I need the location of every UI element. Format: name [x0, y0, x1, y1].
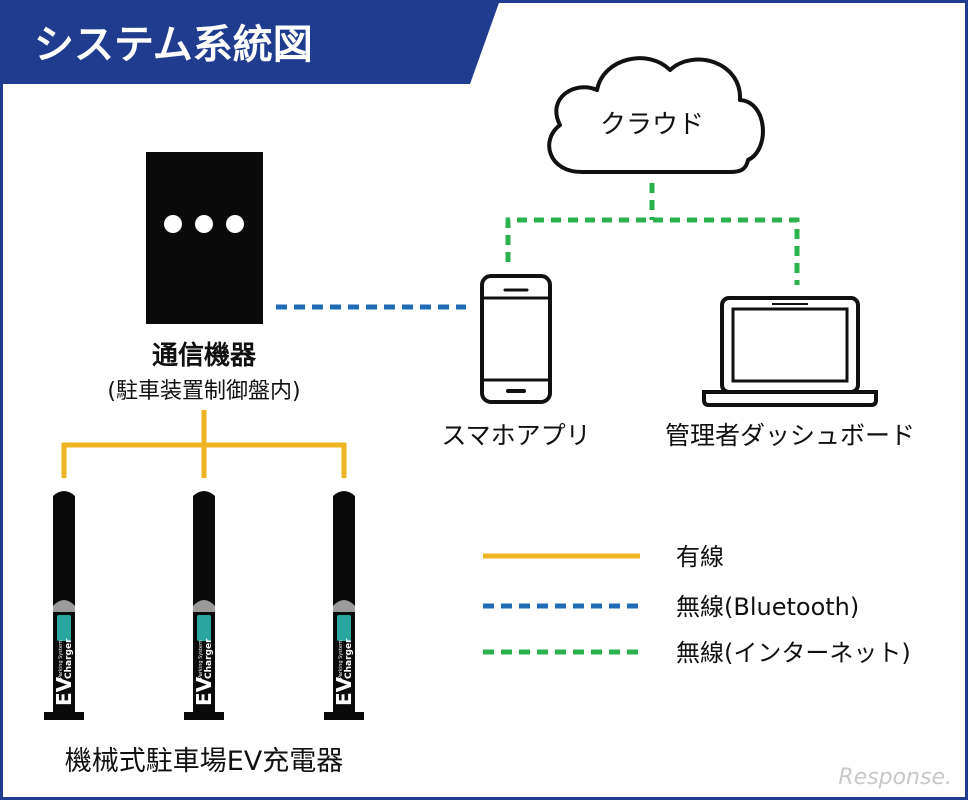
comm-device-label: 通信機器 [152, 341, 257, 371]
internet-links [505, 183, 800, 285]
communication-device-body [146, 152, 263, 324]
legend-label: 無線(インターネット) [676, 639, 911, 667]
charger-sub-label: Charger [204, 638, 214, 679]
status-dot [195, 215, 213, 233]
legend-item: 無線(インターネット) [483, 639, 911, 667]
cloud-icon [547, 56, 765, 174]
internet-link-branch [505, 217, 800, 285]
charger-base [44, 712, 84, 720]
charger-brand-label: EV [52, 676, 76, 706]
charger-tag-label: Parking System [198, 640, 204, 679]
title-banner [0, 0, 500, 84]
charger-light [53, 600, 75, 612]
charger-base [324, 712, 364, 720]
plug-icon [197, 615, 211, 641]
charger-sub-label: Charger [344, 638, 354, 679]
legend-item: 有線 [483, 543, 724, 571]
cloud-label: クラウド [600, 110, 704, 140]
charger-light [193, 600, 215, 612]
laptop-icon [702, 296, 878, 407]
plug-icon [57, 615, 71, 641]
status-dot [226, 215, 244, 233]
watermark-logo: Response. [838, 765, 952, 790]
status-dot [164, 215, 182, 233]
diagram-title: システム系統図 [34, 22, 313, 68]
charger-tag-label: Parking System [58, 640, 64, 679]
charger-brand-label: EV [332, 676, 356, 706]
legend-item: 無線(Bluetooth) [483, 593, 859, 621]
charger-sub-label: Charger [64, 638, 74, 679]
plug-icon [337, 615, 351, 641]
wired-links [61, 410, 347, 478]
smartphone-label: スマホアプリ [441, 421, 590, 450]
smartphone-icon [480, 274, 552, 404]
legend-label: 無線(Bluetooth) [676, 593, 859, 621]
communication-device [146, 152, 263, 324]
charger-tag-label: Parking System [338, 640, 344, 679]
wired-link-branch [61, 442, 347, 478]
charger-brand-label: EV [192, 676, 216, 706]
dashboard-label: 管理者ダッシュボード [665, 421, 915, 450]
charger-base [184, 712, 224, 720]
comm-device-sublabel: (駐車装置制御盤内) [107, 379, 300, 404]
charger-light [333, 600, 355, 612]
chargers-label: 機械式駐車場EV充電器 [65, 746, 344, 777]
legend-label: 有線 [676, 543, 724, 571]
